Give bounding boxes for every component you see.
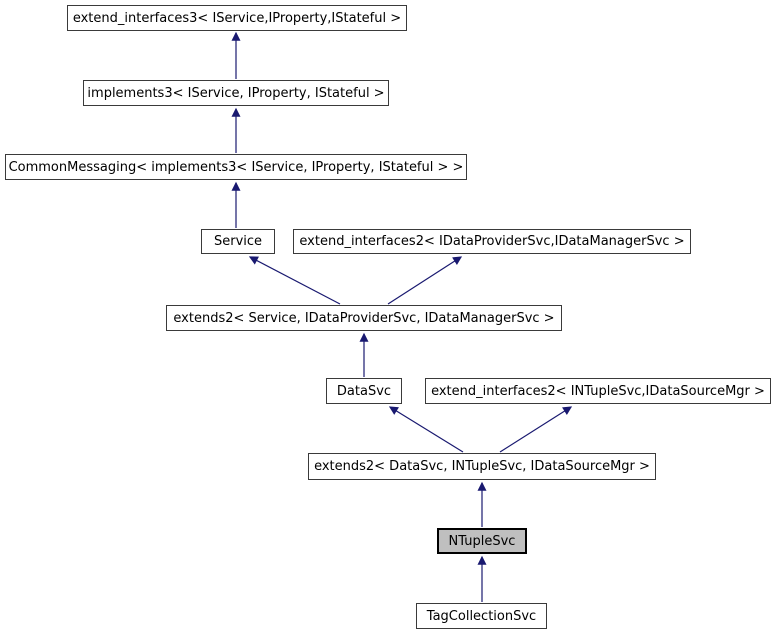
class-node-datasvc[interactable]: DataSvc: [326, 378, 402, 404]
class-node-extends2-service[interactable]: extends2< Service, IDataProviderSvc, IDa…: [166, 305, 562, 331]
class-node-service[interactable]: Service: [201, 229, 275, 254]
class-node-extend-interfaces2-ntuple[interactable]: extend_interfaces2< INTupleSvc,IDataSour…: [425, 378, 771, 404]
class-node-extends2-datasvc[interactable]: extends2< DataSvc, INTupleSvc, IDataSour…: [308, 453, 656, 480]
edge-extends2b-to-datasvc: [388, 406, 464, 453]
class-node-tagcollectionsvc[interactable]: TagCollectionSvc: [416, 603, 547, 629]
class-node-commonmessaging[interactable]: CommonMessaging< implements3< IService, …: [5, 154, 467, 180]
class-node-implements3[interactable]: implements3< IService, IProperty, IState…: [83, 80, 389, 106]
class-node-ntuplesvc[interactable]: NTupleSvc: [437, 528, 527, 554]
edge-extends2b-to-extend-interfaces2b: [499, 406, 573, 453]
class-node-extend-interfaces3[interactable]: extend_interfaces3< IService,IProperty,I…: [67, 5, 407, 31]
edge-extends2a-to-extend-interfaces2a: [387, 256, 463, 305]
class-node-extend-interfaces2-data[interactable]: extend_interfaces2< IDataProviderSvc,IDa…: [293, 229, 691, 254]
edge-extends2a-to-service: [248, 256, 341, 305]
